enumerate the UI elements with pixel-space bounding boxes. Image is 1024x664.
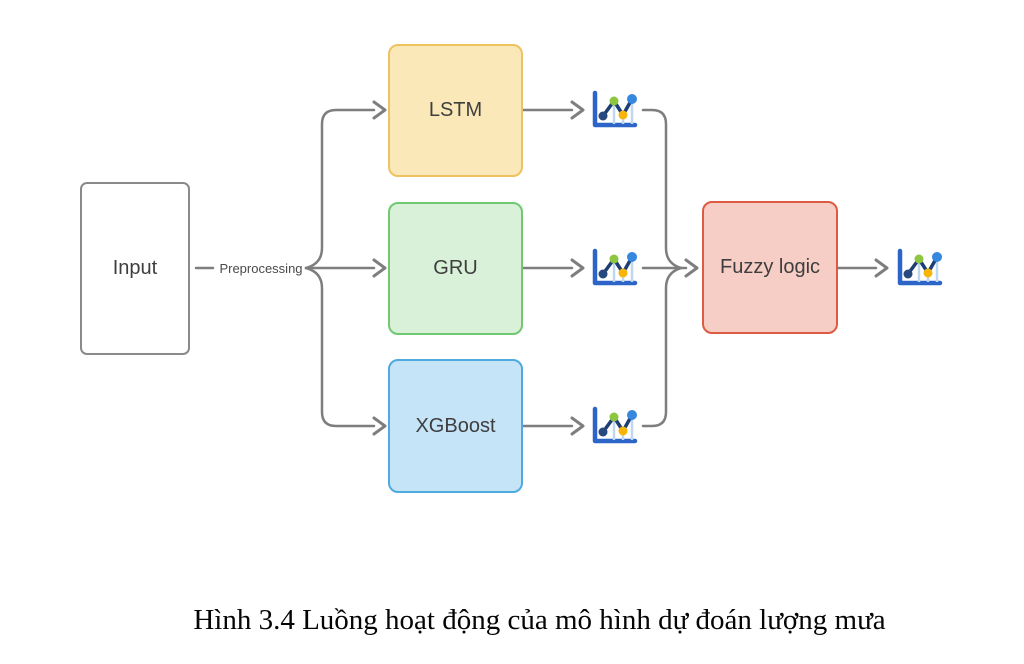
- gru-node: GRU: [388, 202, 523, 335]
- lstm-node-label: LSTM: [428, 99, 483, 121]
- fuzzy-logic-node-label: Fuzzy logic: [719, 256, 821, 278]
- xgboost-node-label: XGBoost: [415, 414, 496, 437]
- xgboost-node: XGBoost: [388, 359, 523, 493]
- gru-node-label: GRU: [433, 257, 478, 279]
- lstm-node: LSTM: [388, 44, 523, 177]
- fuzzy-logic-node: Fuzzy logic: [702, 201, 838, 334]
- input-node-label: Input: [112, 257, 158, 279]
- gru-output-chart-icon: [588, 246, 640, 290]
- input-node: Input: [80, 182, 190, 355]
- lstm-output-chart-icon: [588, 88, 640, 132]
- xgboost-output-chart-icon: [588, 404, 640, 448]
- final-output-chart-icon: [893, 246, 945, 290]
- figure-caption: Hình 3.4 Luồng hoạt động của mô hình dự …: [193, 604, 886, 636]
- preprocessing-label: Preprocessing: [219, 261, 303, 276]
